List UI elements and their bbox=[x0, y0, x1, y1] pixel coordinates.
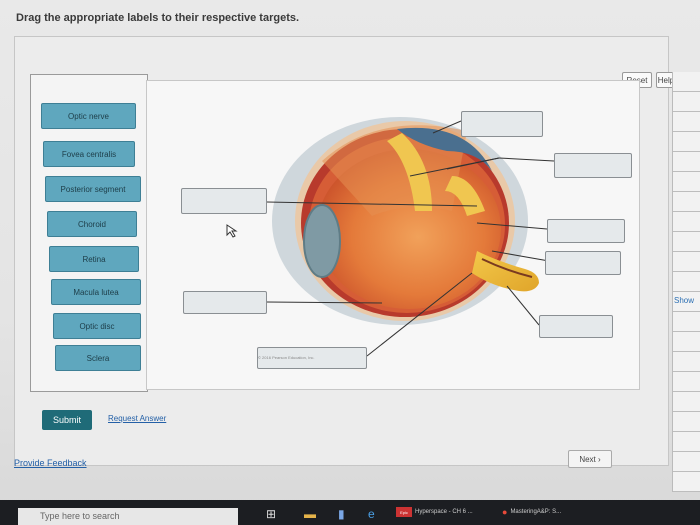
hyperspace-task-label: Hyperspace - CH 6 ... bbox=[415, 509, 473, 515]
label-chip-sclera[interactable]: Sclera bbox=[55, 345, 141, 371]
instruction-text: Drag the appropriate labels to their res… bbox=[16, 12, 300, 24]
eye-diagram bbox=[266, 117, 555, 357]
leader-line bbox=[266, 201, 478, 207]
label-chip-optic-disc[interactable]: Optic disc bbox=[53, 313, 141, 339]
label-chip-retina[interactable]: Retina bbox=[49, 246, 139, 272]
show-link[interactable]: Show bbox=[674, 296, 695, 305]
label-chip-macula-lutea[interactable]: Macula lutea bbox=[51, 279, 141, 305]
drop-target-2[interactable] bbox=[554, 153, 632, 178]
hyperspace-task-item[interactable]: Epic Hyperspace - CH 6 ... bbox=[396, 505, 473, 519]
chrome-icon: ● bbox=[502, 507, 508, 517]
side-panel bbox=[672, 72, 700, 492]
label-chip-posterior-segment[interactable]: Posterior segment bbox=[45, 176, 141, 202]
submit-button[interactable]: Submit bbox=[42, 410, 92, 430]
diagram-area bbox=[146, 80, 640, 390]
leader-line bbox=[446, 157, 500, 170]
drop-target-5[interactable] bbox=[545, 251, 621, 275]
label-bank: Optic nerve Fovea centralis Posterior se… bbox=[30, 74, 148, 392]
drop-target-6[interactable] bbox=[183, 291, 267, 314]
leader-line bbox=[498, 157, 555, 162]
file-explorer-icon[interactable]: ▬ bbox=[304, 507, 316, 521]
leader-line bbox=[491, 250, 550, 262]
mastering-task-item[interactable]: ● MasteringA&P: S... bbox=[502, 505, 561, 519]
mouse-cursor-icon bbox=[226, 224, 238, 238]
drop-target-3[interactable] bbox=[181, 188, 267, 214]
leader-line bbox=[266, 301, 383, 304]
request-answer-link[interactable]: Request Answer bbox=[108, 414, 167, 423]
leader-line bbox=[366, 272, 473, 357]
drop-target-4[interactable] bbox=[547, 219, 625, 243]
mastering-task-label: MasteringA&P: S... bbox=[510, 509, 562, 515]
taskbar-search-input[interactable]: Type here to search bbox=[18, 508, 238, 525]
drop-target-8[interactable] bbox=[257, 347, 367, 369]
hyperspace-badge: Epic bbox=[396, 507, 412, 517]
leader-line bbox=[432, 120, 462, 134]
provide-feedback-link[interactable]: Provide Feedback bbox=[14, 458, 87, 468]
leader-line bbox=[506, 285, 540, 326]
lens-shape bbox=[303, 204, 341, 278]
leader-line bbox=[476, 222, 548, 230]
drop-target-7[interactable] bbox=[539, 315, 613, 338]
label-chip-fovea-centralis[interactable]: Fovea centralis bbox=[43, 141, 135, 167]
blue-region bbox=[397, 127, 492, 171]
edge-icon[interactable]: e bbox=[368, 507, 375, 521]
image-credit: © 2016 Pearson Education, Inc. bbox=[258, 355, 315, 360]
store-icon[interactable]: ▮ bbox=[338, 507, 345, 521]
drop-target-1[interactable] bbox=[461, 111, 543, 137]
optic-nerve-vessel bbox=[481, 258, 533, 278]
task-view-icon[interactable]: ⊞ bbox=[266, 507, 277, 521]
ciliary-body-shape bbox=[387, 133, 432, 211]
next-button[interactable]: Next › bbox=[568, 450, 612, 468]
label-chip-choroid[interactable]: Choroid bbox=[47, 211, 137, 237]
label-chip-optic-nerve[interactable]: Optic nerve bbox=[41, 103, 136, 129]
